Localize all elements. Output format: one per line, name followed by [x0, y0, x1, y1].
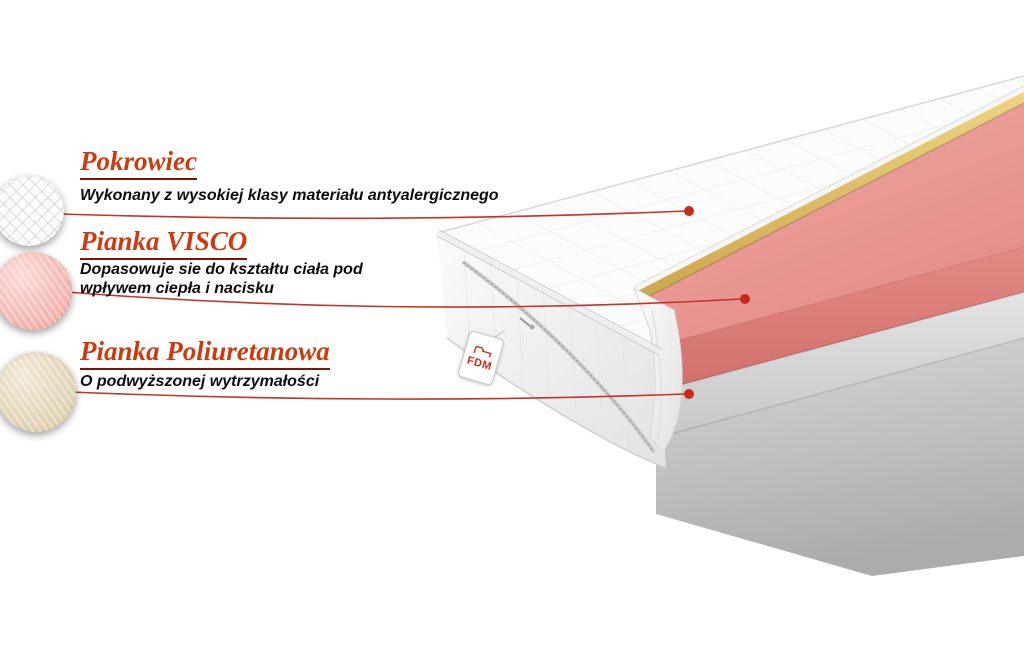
layer-heading-cover: Pokrowiec [80, 147, 197, 181]
zipper [461, 260, 656, 454]
layer-heading-polyurethane: Pianka Poliuretanowa [80, 337, 330, 371]
swatch-quilted-cover [0, 176, 64, 246]
zipper-pull-icon [519, 317, 531, 327]
brand-tag: FDM [457, 329, 505, 387]
quilted-cover-top [436, 75, 1024, 352]
layer-description-cover: Wykonany z wysokiej klasy materiału anty… [80, 187, 499, 204]
marker-dot-visco [740, 294, 750, 304]
polyurethane-base-layer [655, 292, 1024, 576]
layer-description-polyurethane: O podwyższonej wytrzymałości [80, 373, 320, 390]
visco-foam-layer [642, 103, 1024, 387]
quilted-cover-side [435, 229, 683, 469]
leader-lines [59, 210, 743, 400]
cover-corner-flap [633, 286, 683, 453]
marker-dot-base [684, 389, 694, 399]
leader-line-visco [65, 291, 743, 308]
swatch-visco-foam [0, 252, 72, 330]
fdm-bed-logo-icon [473, 346, 492, 358]
marker-dot-cover [684, 206, 694, 216]
layer-description-visco: Dopasowuje sie do kształtu ciała pod wpł… [80, 261, 363, 297]
leader-line-base [69, 391, 687, 400]
swatch-polyurethane-foam [0, 352, 76, 432]
layer-heading-visco: Pianka VISCO [80, 227, 248, 261]
leader-line-cover [59, 210, 687, 220]
marker-dots [684, 206, 750, 399]
